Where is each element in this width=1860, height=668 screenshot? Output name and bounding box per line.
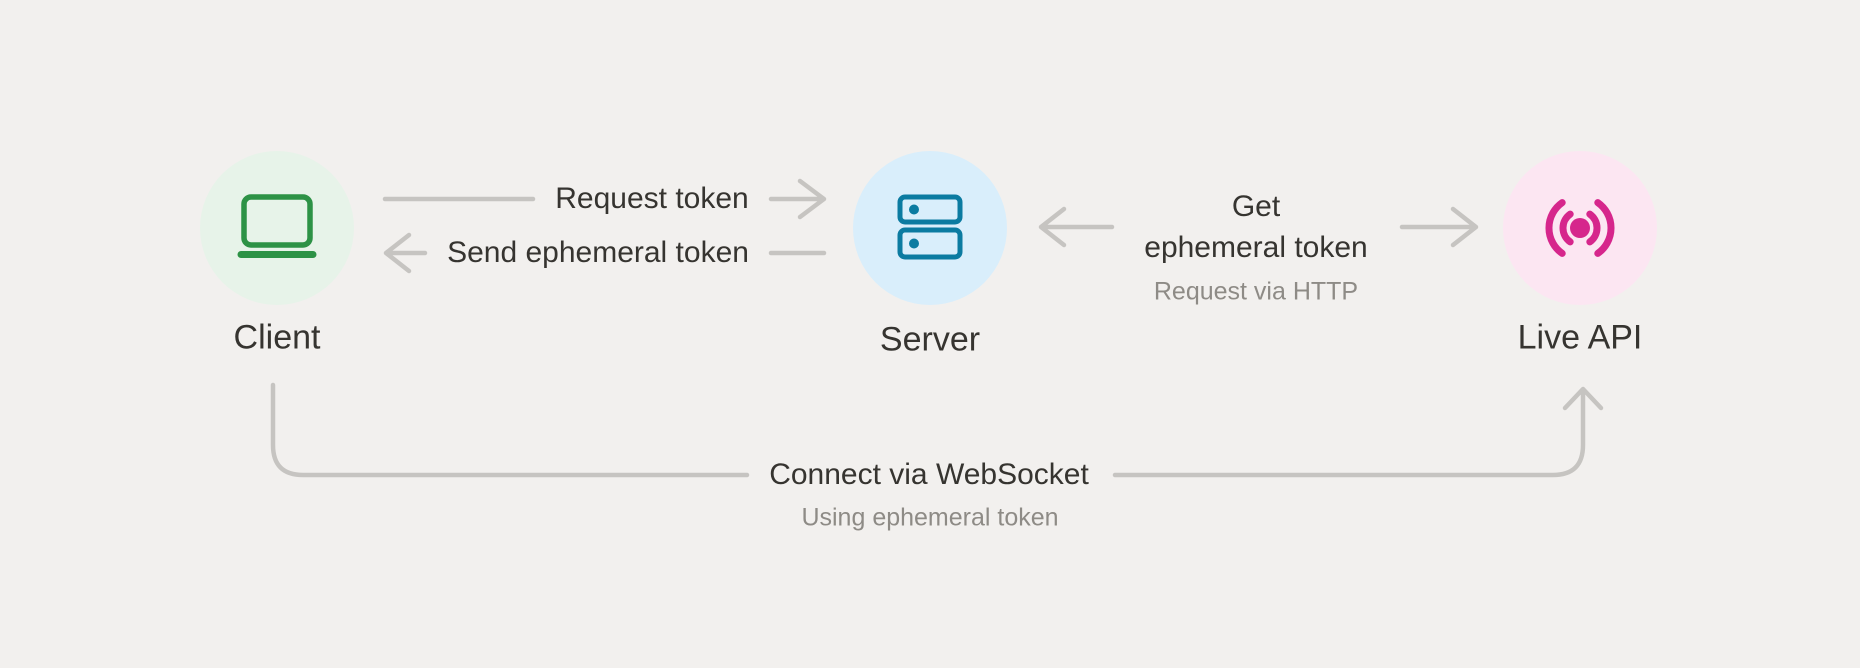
client-node-circle xyxy=(200,151,354,305)
server-node-circle xyxy=(853,151,1007,305)
connect-websocket-label: Connect via WebSocket xyxy=(769,458,1089,491)
client-node-label: Client xyxy=(233,318,321,357)
laptop-icon xyxy=(237,194,317,258)
get-token-arrow-left xyxy=(1038,206,1115,248)
broadcast-center-dot xyxy=(1570,218,1590,238)
using-ephemeral-token-sublabel: Using ephemeral token xyxy=(801,503,1059,532)
request-via-http-sublabel: Request via HTTP xyxy=(1153,277,1359,306)
get-token-arrow-right xyxy=(1399,206,1479,248)
get-ephemeral-token-label: Get ephemeral token xyxy=(1144,186,1367,268)
get-ephemeral-token-label-line2: ephemeral token xyxy=(1144,231,1368,264)
websocket-curve-right-arrow-up xyxy=(1112,386,1604,478)
edge-strokes-group xyxy=(270,178,1604,478)
request-token-arrow-right xyxy=(768,178,827,220)
send-ephemeral-arrow-left xyxy=(383,232,428,274)
server-icon xyxy=(897,194,963,260)
request-token-label: Request token xyxy=(555,182,749,215)
get-ephemeral-token-label-line1: Get xyxy=(1231,190,1281,223)
server-led-bottom xyxy=(909,238,919,249)
broadcast-icon xyxy=(1545,199,1615,257)
websocket-curve-left xyxy=(270,382,750,478)
server-node-label: Server xyxy=(879,320,981,359)
server-led-top xyxy=(909,204,919,215)
live-api-node-label: Live API xyxy=(1517,318,1643,357)
live-api-node-circle xyxy=(1503,151,1657,305)
send-ephemeral-token-label: Send ephemeral token xyxy=(447,236,749,269)
